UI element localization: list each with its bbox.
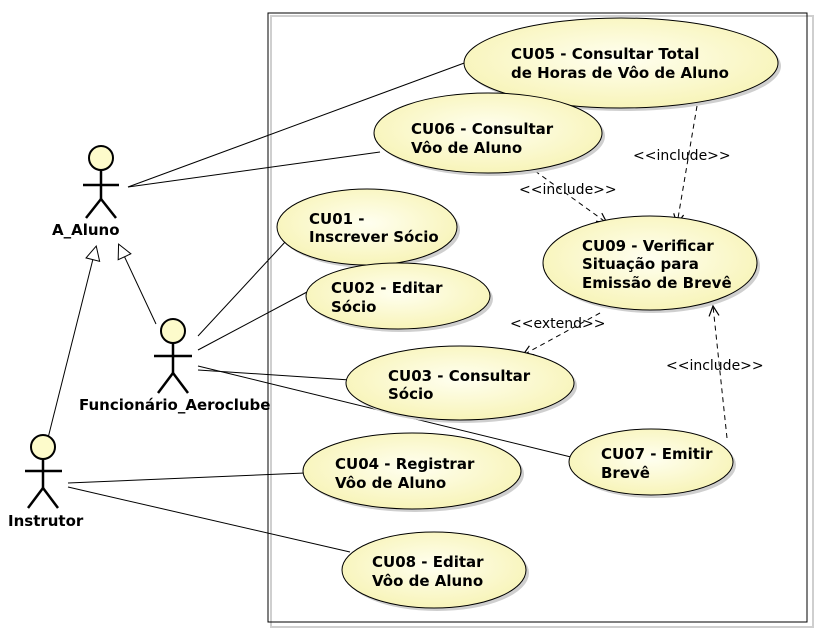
- use-case-cu05[interactable]: CU05 - Consultar Total de Horas de Vôo d…: [463, 17, 781, 111]
- assoc-instr-cu08: [67, 486, 351, 553]
- actor-instrutor-label: Instrutor: [8, 512, 84, 530]
- use-case-cu08-line2: Vôo de Aluno: [372, 572, 483, 590]
- dep-cu06-cu09: [534, 170, 607, 223]
- use-case-cu05-line1: CU05 - Consultar Total: [511, 45, 699, 63]
- actor-instrutor[interactable]: Instrutor: [8, 434, 84, 530]
- include-label-cu05: <<include>>: [633, 148, 731, 164]
- actor-aluno-head: [88, 145, 114, 171]
- use-case-cu09-line1: CU09 - Verificar: [582, 237, 714, 255]
- extend-label-cu03: <<extend>>: [510, 316, 605, 332]
- use-case-cu04-line2: Vôo de Aluno: [335, 474, 446, 492]
- use-case-cu06[interactable]: CU06 - Consultar Vôo de Aluno: [373, 92, 605, 176]
- actor-funcionario-label: Funcionário_Aeroclube: [79, 396, 270, 414]
- assoc-aluno-cu05: [127, 61, 468, 188]
- actor-funcionario[interactable]: Funcionário_Aeroclube: [79, 318, 270, 414]
- use-case-cu07-line1: CU07 - Emitir: [601, 445, 713, 463]
- use-case-cu01-line2: Inscrever Sócio: [309, 228, 439, 246]
- dep-cu07-cu09: [713, 306, 728, 439]
- associations: [47, 61, 576, 553]
- use-case-cu09-line3: Emissão de Brevê: [582, 274, 732, 292]
- actor-aluno-label: A_Aluno: [52, 221, 120, 239]
- use-case-cu04-line1: CU04 - Registrar: [335, 455, 475, 473]
- use-case-cu07-line2: Brevê: [601, 464, 650, 482]
- gen-func-aluno: [119, 245, 157, 325]
- use-case-cu03[interactable]: CU03 - Consultar Sócio: [345, 345, 577, 423]
- assoc-aluno-cu06: [127, 151, 381, 188]
- use-case-cu01[interactable]: CU01 - Inscrever Sócio: [276, 188, 460, 268]
- include-label-cu07: <<include>>: [666, 358, 764, 374]
- use-case-cu02[interactable]: CU02 - Editar Sócio: [305, 262, 493, 332]
- system-boundary: [267, 12, 814, 628]
- use-case-cu08[interactable]: CU08 - Editar Vôo de Aluno: [341, 531, 529, 611]
- use-case-cu06-line2: Vôo de Aluno: [411, 139, 522, 157]
- assoc-func-cu03: [197, 369, 351, 381]
- dependencies: [523, 105, 728, 439]
- use-case-cu09[interactable]: CU09 - Verificar Situação para Emissão d…: [542, 215, 760, 313]
- use-case-cu09-line2: Situação para: [582, 255, 699, 273]
- use-case-cu08-line1: CU08 - Editar: [372, 553, 484, 571]
- actor-aluno[interactable]: A_Aluno: [52, 145, 120, 239]
- dep-cu05-cu09: [677, 105, 698, 224]
- assoc-instr-cu04: [67, 472, 306, 484]
- use-case-cu03-line2: Sócio: [388, 385, 433, 403]
- assoc-func-cu01: [197, 240, 287, 337]
- use-case-cu02-line2: Sócio: [331, 298, 376, 316]
- use-case-cu03-line1: CU03 - Consultar: [388, 367, 531, 385]
- stereotype-labels: <<include>> <<include>> <<extend>> <<inc…: [510, 148, 764, 374]
- assoc-func-cu02: [197, 291, 308, 351]
- actor-funcionario-head: [160, 318, 186, 344]
- actor-instrutor-head: [30, 434, 56, 460]
- use-case-cu05-line2: de Horas de Vôo de Aluno: [511, 64, 729, 82]
- use-case-cu01-line1: CU01 -: [309, 210, 365, 228]
- gen-instr-aluno: [47, 247, 96, 439]
- include-label-cu06: <<include>>: [519, 182, 617, 198]
- use-case-cu07[interactable]: CU07 - Emitir Brevê: [568, 428, 736, 498]
- dep-cu09-cu03: [523, 312, 601, 355]
- use-case-cu06-line1: CU06 - Consultar: [411, 120, 554, 138]
- use-case-cu04[interactable]: CU04 - Registrar Vôo de Aluno: [302, 432, 524, 512]
- use-case-cu02-line1: CU02 - Editar: [331, 279, 443, 297]
